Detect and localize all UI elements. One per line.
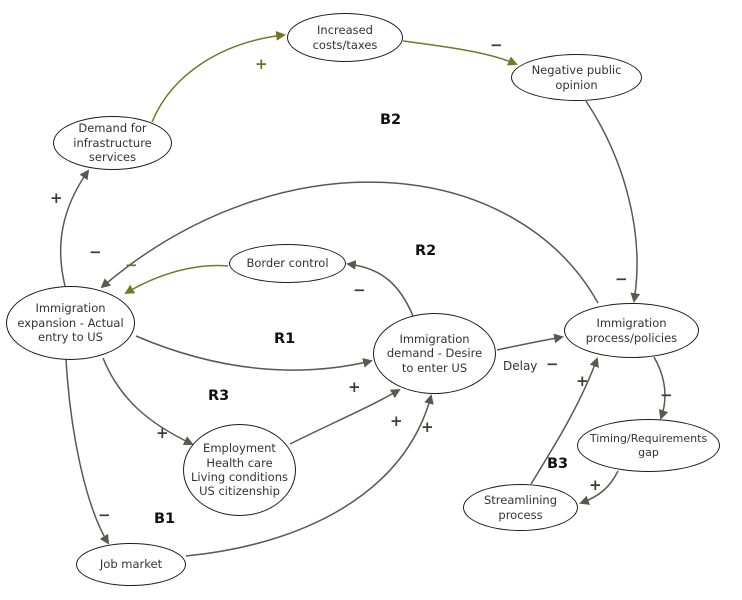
sign-plus-expansion-demand: +	[348, 378, 361, 396]
sign-minus-demand-border: −	[353, 281, 366, 299]
loop-label-b3: B3	[547, 456, 569, 472]
delay-label: Delay	[503, 359, 538, 373]
sign-plus-expansion-infra: +	[50, 189, 63, 207]
edge-costs-to-negative-opinion	[402, 40, 518, 66]
loop-label-r1: R1	[274, 331, 296, 347]
node-timing-requirements-gap: Timing/Requirements gap	[577, 419, 720, 472]
node-employment-conditions: Employment Health care Living conditions…	[183, 424, 296, 516]
sign-plus-employment-demand: +	[390, 412, 403, 430]
edge-timing-gap-to-streamlining	[579, 470, 619, 505]
sign-plus-infra-costs: +	[255, 55, 268, 73]
node-immigration-process: Immigration process/policies	[564, 303, 699, 358]
edge-process-to-timing-gap	[653, 356, 669, 420]
node-job-market: Job market	[76, 543, 186, 586]
edge-infrastructure-to-costs	[151, 31, 286, 123]
node-immigration-demand: Immigration demand - Desire to enter US	[373, 313, 496, 394]
sign-plus-expansion-employment: +	[156, 424, 169, 442]
sign-minus-expansion-job: −	[98, 506, 111, 524]
node-immigration-expansion: Immigration expansion - Actual entry to …	[6, 286, 135, 360]
node-negative-public-opinion: Negative public opinion	[511, 54, 642, 101]
edge-employment-to-demand	[289, 389, 401, 445]
edge-demand-to-border-control	[346, 260, 414, 317]
edge-border-control-to-expansion	[124, 264, 229, 294]
loop-label-b2: B2	[380, 112, 402, 128]
edge-expansion-to-demand	[135, 335, 373, 371]
loop-label-r3: R3	[208, 388, 230, 404]
node-border-control: Border control	[229, 244, 346, 283]
sign-minus-opinion-process: −	[615, 270, 628, 288]
edge-expansion-to-job-market	[65, 358, 110, 545]
edge-demand-to-process-delay	[496, 333, 564, 351]
node-streamlining-process: Streamlining process	[463, 484, 578, 531]
edge-process-to-expansion	[100, 181, 599, 304]
sign-plus-job-demand: +	[421, 418, 434, 436]
sign-plus-streamlining-process: +	[576, 372, 589, 390]
edge-streamlining-to-process	[530, 357, 599, 485]
edge-job-market-to-demand	[185, 394, 434, 557]
sign-plus-gap-streamlining: +	[589, 476, 602, 494]
edge-expansion-to-infrastructure	[59, 169, 90, 287]
sign-minus-process-expansion: −	[89, 243, 102, 261]
edge-expansion-to-employment	[102, 357, 194, 446]
sign-minus-process-gap: −	[660, 386, 673, 404]
node-increased-costs: Increased costs/taxes	[287, 13, 403, 62]
node-infrastructure-demand: Demand for infrastructure services	[53, 116, 172, 170]
sign-minus-border-expansion: −	[125, 256, 138, 274]
sign-minus-demand-process: −	[546, 355, 559, 373]
edge-negative-opinion-to-process	[585, 100, 641, 303]
loop-label-b1: B1	[154, 511, 176, 527]
sign-minus-costs-opinion: −	[490, 36, 503, 54]
loop-label-r2: R2	[415, 243, 437, 259]
